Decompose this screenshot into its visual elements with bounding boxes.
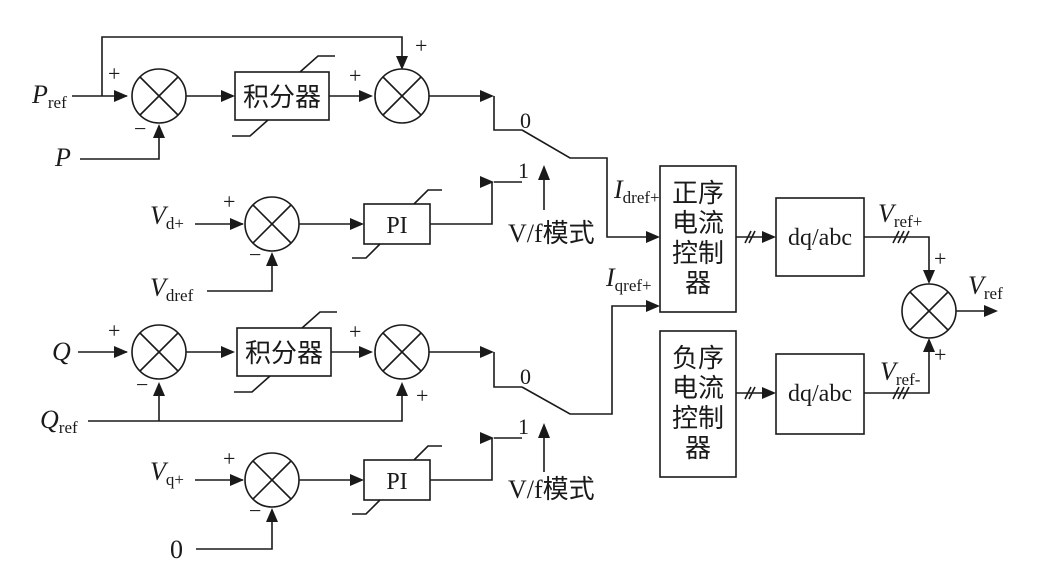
- vq-loop: Vq+ + 0 − PI: [150, 432, 494, 564]
- neg-ctrl-line-1: 负序: [672, 344, 724, 373]
- pi-block-q: [363, 459, 431, 501]
- v-dref-feedback-line: [207, 254, 273, 292]
- dqabc-label-pos: dq/abc: [788, 225, 852, 251]
- neg-ctrl-line-4: 器: [685, 434, 711, 463]
- pi-d-upper-limit: [413, 189, 442, 205]
- integrator-block-p: [234, 71, 330, 121]
- sum-junction-q: [131, 324, 187, 380]
- vd-loop: Vd+ + Vdref − PI: [150, 176, 494, 305]
- sum4-left-plus-sign: +: [349, 319, 361, 344]
- pi-label-q: PI: [386, 469, 407, 495]
- p-loop: Pref + + P − 积分器 +: [31, 33, 494, 172]
- p-minus-sign: −: [134, 116, 146, 141]
- v-dplus-plus-sign: +: [223, 189, 235, 214]
- p-feedback-line: [80, 126, 160, 160]
- switch-q-pos0-wire: [493, 352, 522, 388]
- dqabc-block-neg: [775, 353, 865, 435]
- pi-d-lower-limit: [352, 243, 381, 259]
- i-dref-label: Idref+: [613, 175, 660, 207]
- v-refplus-bus-marker: [892, 230, 910, 244]
- integrator-block-q: [236, 327, 332, 377]
- vf-mode-label-q: V/f模式: [508, 475, 595, 504]
- switch-q-pos1-label: 1: [518, 414, 529, 439]
- integrator-q-upper-limit: [301, 311, 337, 329]
- pi-q-lower-limit: [352, 499, 381, 515]
- v-refplus-label: Vref+: [878, 199, 922, 231]
- p-ref-label: Pref: [31, 80, 67, 112]
- pi-q-out-line: [430, 438, 493, 481]
- integrator-upper-limit: [299, 55, 335, 73]
- switch-d-pos0-wire: [493, 96, 522, 131]
- pi-block-d: [363, 203, 431, 245]
- integrator-lower-limit: [232, 119, 269, 137]
- vf-mode-label-d: V/f模式: [508, 219, 595, 248]
- p-ref-feedforward-line: [101, 36, 403, 96]
- v-dref-label: Vdref: [150, 273, 194, 305]
- negative-sequence-controller: 负序 电流 控制 器: [659, 330, 737, 478]
- sum2-left-plus-sign: +: [349, 63, 361, 88]
- switch-d-pos1-label: 1: [518, 158, 529, 183]
- neg-bus-marker: [744, 386, 756, 400]
- negative-controller-block: [659, 330, 737, 478]
- switch-d-arm-and-out: [521, 129, 658, 238]
- pos-ctrl-line-4: 器: [685, 269, 711, 298]
- sum2-top-plus-sign: +: [415, 33, 427, 58]
- integrator-q-lower-limit: [234, 375, 271, 393]
- sum-junction-q-ff: [374, 324, 430, 380]
- p-ref-plus-sign: +: [108, 61, 120, 86]
- pi-label-d: PI: [386, 213, 407, 239]
- integrator-label-p: 积分器: [243, 83, 321, 112]
- q-ref-minus-sign: −: [136, 372, 148, 397]
- q-ref-line: [88, 384, 403, 422]
- sum-junction-p: [131, 68, 187, 124]
- q-ref-label: Qref: [40, 405, 78, 437]
- pos-bus-marker: [744, 230, 756, 244]
- pi-q-upper-limit: [413, 445, 442, 461]
- integrator-label-q: 积分器: [245, 339, 323, 368]
- v-qplus-label: Vq+: [150, 457, 184, 489]
- v-qplus-plus-sign: +: [223, 446, 235, 471]
- pos-ctrl-line-3: 控制: [672, 239, 724, 268]
- sum5-top-plus-sign: +: [934, 246, 946, 271]
- v-ref-label: Vref: [968, 271, 1003, 303]
- sum5-bottom-plus-sign: +: [934, 342, 946, 367]
- q-label: Q: [52, 337, 71, 366]
- pi-d-out-line: [430, 182, 493, 225]
- v-refminus-bus-marker: [892, 386, 910, 400]
- switch-q-pos0-label: 0: [520, 364, 531, 389]
- positive-sequence-controller: 正序 电流 控制 器: [659, 165, 737, 313]
- v-dplus-label: Vd+: [150, 201, 184, 233]
- pos-ctrl-line-2: 电流: [672, 209, 724, 238]
- v-refplus-line: [864, 236, 930, 282]
- dqabc-label-neg: dq/abc: [788, 381, 852, 407]
- mode-switch-d: 0 1 V/f模式: [493, 96, 660, 248]
- zero-feedback-line: [196, 510, 273, 550]
- q-plus-sign: +: [108, 318, 120, 343]
- positive-controller-block: [659, 165, 737, 313]
- q-loop: Q + Qref − + 积分器 +: [40, 311, 494, 437]
- p-label: P: [54, 143, 71, 172]
- v-dref-minus-sign: −: [249, 242, 261, 267]
- switch-q-arm-and-out: [521, 305, 658, 415]
- dqabc-block-pos: [775, 197, 865, 277]
- mode-switch-q: 0 1 V/f模式: [493, 300, 660, 504]
- v-refminus-line: [864, 340, 930, 394]
- v-refminus-label: Vref-: [880, 357, 921, 389]
- neg-ctrl-line-2: 电流: [672, 374, 724, 403]
- sum-junction-vref: [901, 283, 957, 339]
- zero-minus-sign: −: [249, 498, 261, 523]
- pos-ctrl-line-1: 正序: [672, 179, 724, 208]
- switch-d-pos0-label: 0: [520, 108, 531, 133]
- sum4-bottom-plus-sign: +: [416, 383, 428, 408]
- zero-input-label: 0: [170, 535, 183, 564]
- neg-ctrl-line-3: 控制: [672, 404, 724, 433]
- sum-junction-p-ff: [374, 68, 430, 124]
- i-qref-label: Iqref+: [605, 263, 652, 295]
